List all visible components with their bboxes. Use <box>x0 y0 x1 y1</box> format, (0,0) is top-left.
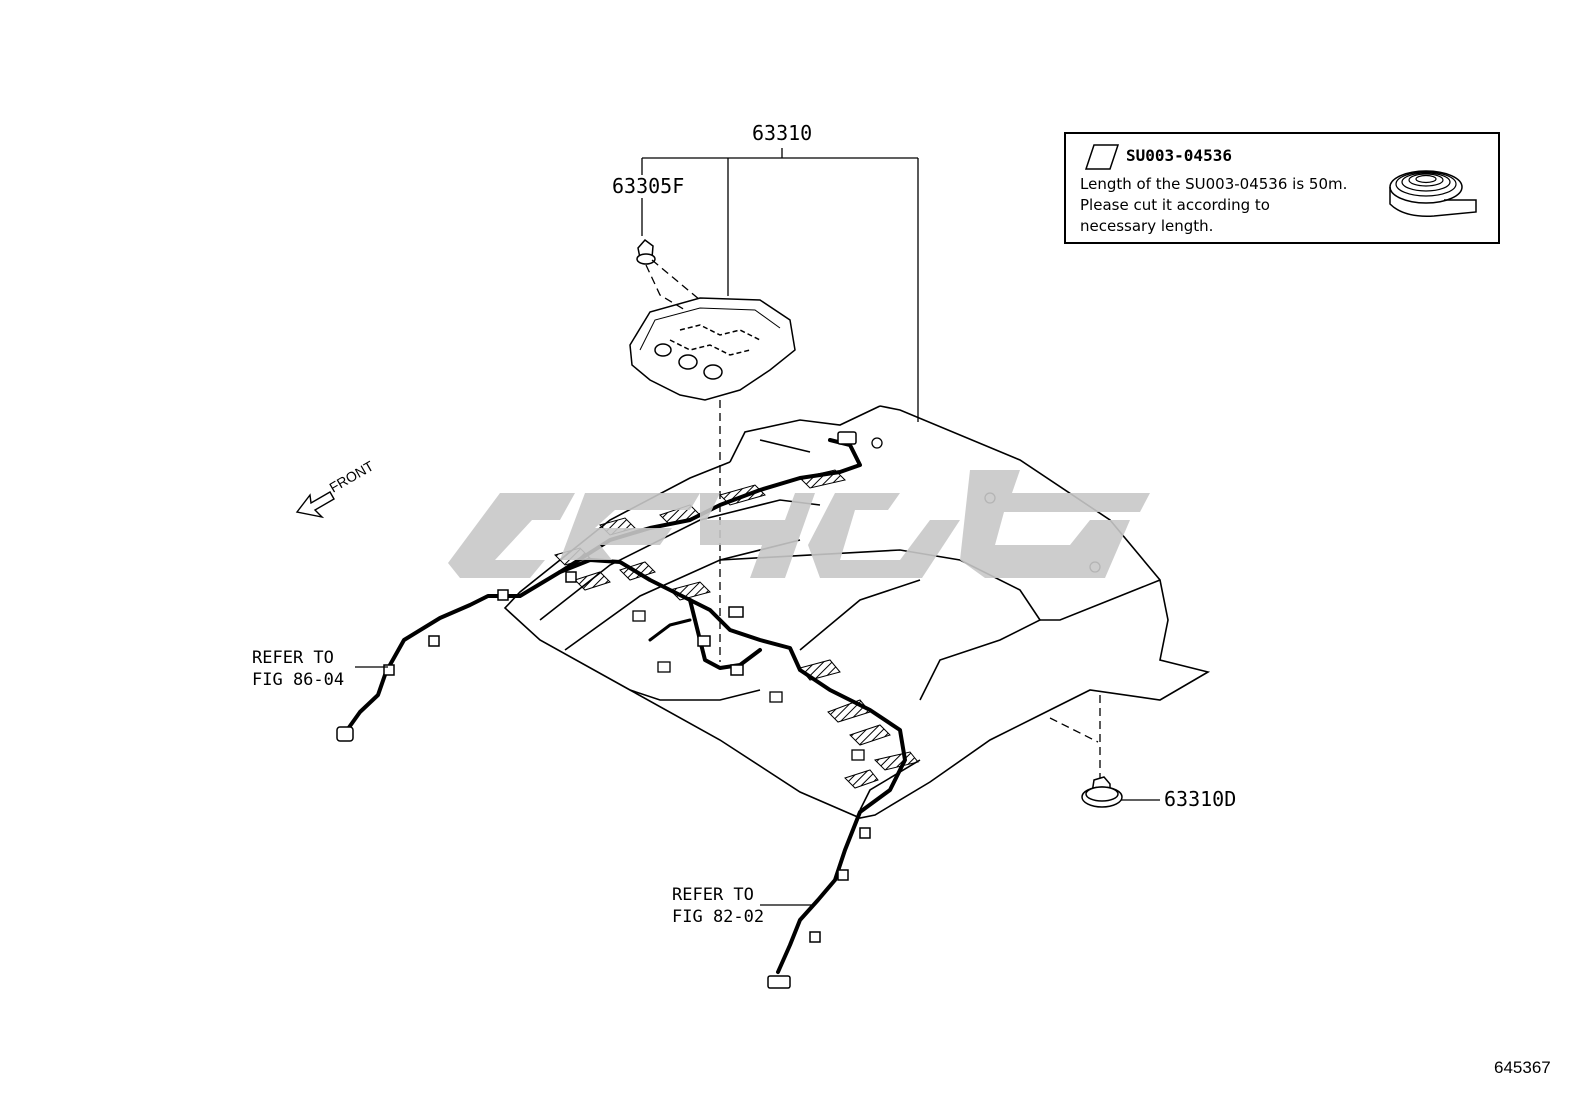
leader-lines <box>355 148 1160 906</box>
tape-pieces <box>554 469 919 789</box>
note-line-1: Length of the SU003-04536 is 50m. <box>1080 175 1348 193</box>
refer-bottom-line1: REFER TO <box>672 885 754 905</box>
label-63305f: 63305F <box>612 174 684 198</box>
label-63310: 63310 <box>752 121 812 145</box>
figure-number: 645367 <box>1494 1058 1551 1077</box>
label-63310d: 63310D <box>1164 787 1236 811</box>
tape-note-box: SU003-04536 Length of the SU003-04536 is… <box>1064 132 1500 244</box>
front-arrow-icon <box>295 491 335 519</box>
clip-63310d <box>1081 776 1123 808</box>
map-lamp-assembly <box>629 297 796 401</box>
note-line-2: Please cut it according to <box>1080 196 1270 214</box>
refer-left-line1: REFER TO <box>252 648 334 668</box>
note-line-3: necessary length. <box>1080 217 1214 235</box>
refer-left-line2: FIG 86-04 <box>252 670 344 690</box>
lamp-clip <box>636 238 656 265</box>
refer-bottom-line2: FIG 82-02 <box>672 907 764 927</box>
harness-connectors <box>336 431 871 989</box>
tape-note-text: Length of the SU003-04536 is 50m. Please… <box>1080 174 1347 237</box>
tape-piece-icon <box>1084 144 1120 170</box>
watermark-logo <box>448 470 1150 578</box>
front-label: FRONT <box>327 457 377 495</box>
tape-roll-icon <box>1389 170 1477 217</box>
tape-part-code: SU003-04536 <box>1126 146 1232 165</box>
